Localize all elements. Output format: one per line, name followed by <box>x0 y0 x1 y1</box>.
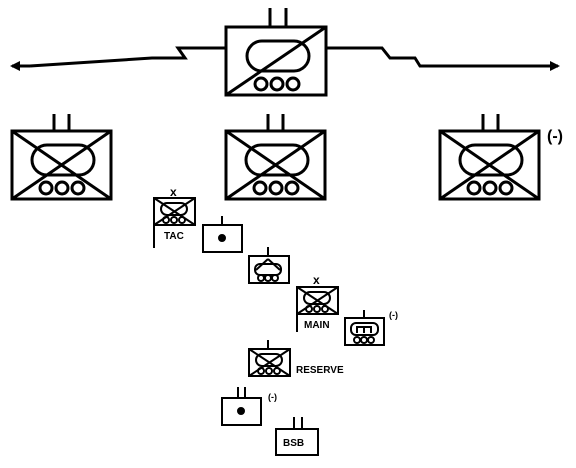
reserve-label: RESERVE <box>296 365 344 376</box>
tac-label: TAC <box>164 231 184 242</box>
reduced-right-battalion-label: (-) <box>547 128 563 145</box>
main-command-post-symbol <box>296 286 339 332</box>
main-brigade-x: x <box>313 273 320 287</box>
left-armor-battalion-symbol <box>10 114 113 201</box>
tac-command-post-symbol <box>153 197 196 248</box>
reserve-unit-symbol <box>248 340 291 377</box>
right-armor-battalion-symbol <box>438 114 541 201</box>
bsb-unit-symbol <box>275 417 319 456</box>
hq-armor-battalion-symbol <box>224 8 328 97</box>
reduced-engineer-label: (-) <box>389 310 398 320</box>
right-direction-arrow <box>326 46 560 71</box>
main-label: MAIN <box>304 320 330 331</box>
reduced-mortar-label: (-) <box>268 392 277 402</box>
reduced-mortar-unit-symbol <box>221 387 262 426</box>
tac-brigade-x: x <box>170 185 177 199</box>
left-direction-arrow <box>10 46 226 71</box>
tracked-engineer-symbol <box>248 247 290 284</box>
mortar-unit-symbol <box>202 216 243 253</box>
bsb-label: BSB <box>283 438 304 449</box>
center-armor-battalion-symbol <box>224 114 327 201</box>
engineer-unit-symbol <box>344 310 385 346</box>
